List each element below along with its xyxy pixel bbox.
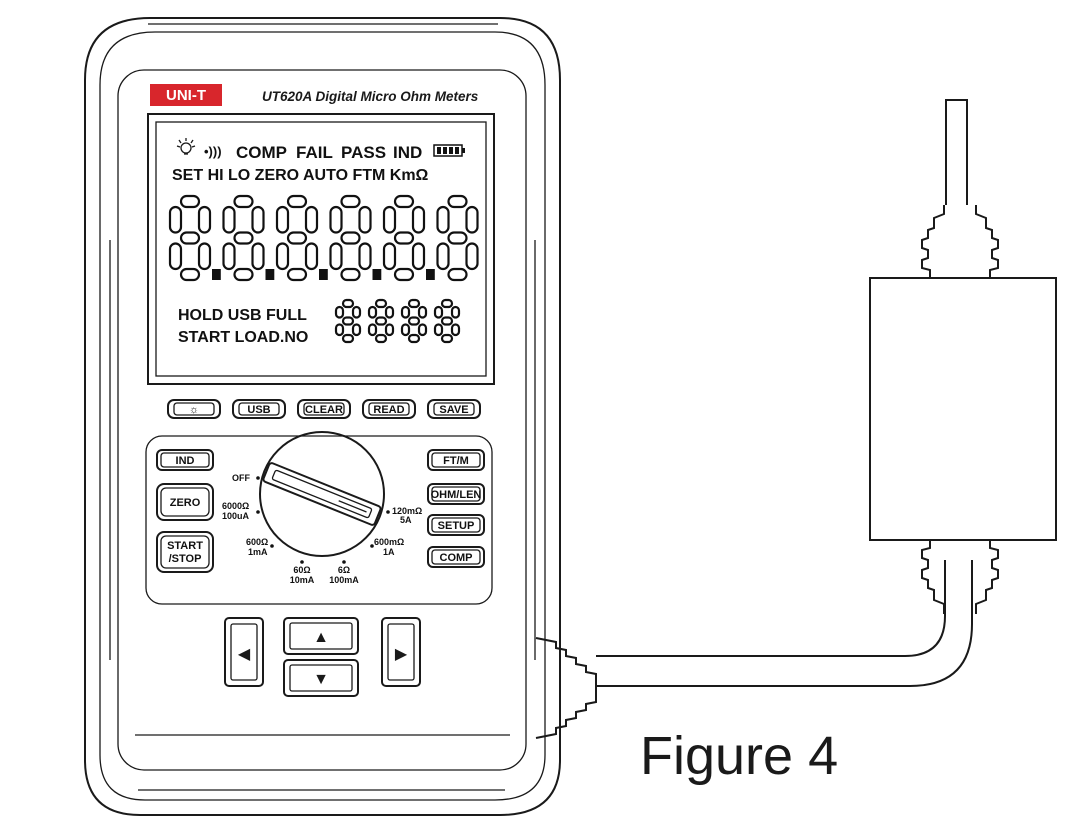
ind-button-label: IND (176, 455, 195, 467)
lcd-sub-digit (433, 298, 461, 344)
dial-off: OFF (232, 473, 250, 483)
nav-down-button[interactable]: ▼ (283, 659, 359, 697)
dial-1ma: 1mA (248, 547, 268, 557)
comp-button-label: COMP (440, 552, 473, 564)
dial-600-ohm: 600Ω (246, 537, 268, 547)
start-stop-button[interactable]: START /STOP (156, 531, 214, 573)
lcd-main-digit (275, 194, 328, 282)
setup-button-label: SETUP (438, 520, 475, 532)
model-title: UT620A Digital Micro Ohm Meters (262, 89, 479, 104)
ftm-button-label: FT/M (443, 455, 469, 467)
top-button-row: ☼ USB CLEAR READ SAVE (167, 399, 481, 419)
ind-button[interactable]: IND (156, 449, 214, 471)
lcd-main-digit (329, 194, 382, 282)
read-button[interactable]: READ (362, 399, 416, 419)
power-cord (945, 99, 968, 205)
nav-right-button[interactable]: ▶ (381, 617, 421, 687)
dial-1a: 1A (383, 547, 395, 557)
dial-120m-ohm: 120mΩ (392, 506, 422, 516)
backlight-button[interactable]: ☼ (167, 399, 221, 419)
battery-icon (433, 144, 465, 157)
cable (596, 560, 973, 687)
ftm-button[interactable]: FT/M (427, 449, 485, 471)
dial-10ma: 10mA (290, 575, 315, 585)
power-adapter-box (869, 277, 1057, 541)
rotary-dial[interactable] (259, 431, 385, 557)
adapter-upper-sleeve (921, 205, 999, 278)
lcd-fail: FAIL (296, 143, 333, 162)
nav-left-button[interactable]: ◀ (224, 617, 264, 687)
lcd-sub-digit (367, 298, 395, 344)
lcd-main-digit (168, 194, 221, 282)
up-arrow-icon: ▲ (313, 629, 329, 646)
down-arrow-icon: ▼ (313, 671, 329, 688)
brand-logo: UNI-T (150, 84, 222, 106)
lcd-sub-digit (334, 298, 362, 344)
adapter-lower-sleeve (921, 540, 999, 614)
save-button[interactable]: SAVE (427, 399, 481, 419)
dial-100ua: 100uA (222, 511, 250, 521)
dial-5a: 5A (400, 515, 412, 525)
figure-caption: Figure 4 (640, 726, 838, 786)
left-arrow-icon: ◀ (238, 646, 251, 663)
nav-up-button[interactable]: ▲ (283, 617, 359, 655)
lcd-main-digit (222, 194, 275, 282)
lcd-comp: COMP (236, 143, 287, 162)
dial-600m-ohm: 600mΩ (374, 537, 404, 547)
right-arrow-icon: ▶ (395, 646, 408, 663)
setup-button[interactable]: SETUP (427, 514, 485, 536)
lcd-pass: PASS (341, 143, 386, 162)
comp-button[interactable]: COMP (427, 546, 485, 568)
usb-button[interactable]: USB (232, 399, 286, 419)
clear-button[interactable]: CLEAR (297, 399, 351, 419)
lcd-main-digit (382, 194, 435, 282)
dial-100ma: 100mA (329, 575, 359, 585)
lcd-sub-digits (334, 298, 461, 344)
ohm-len-button[interactable]: OHM/LEN (427, 483, 485, 505)
cable-strain-relief (535, 637, 597, 739)
ohm-len-button-label: OHM/LEN (431, 489, 482, 501)
lcd-sub-digit (400, 298, 428, 344)
stop-label: /STOP (169, 553, 202, 565)
dial-6000-ohm: 6000Ω (222, 501, 249, 511)
lcd-main-digits (168, 194, 479, 282)
buzzer-icon: •))) (204, 144, 222, 159)
dial-range-labels: OFF 6000Ω 100uA 600Ω 1mA 60Ω 10mA 6Ω 100… (222, 473, 422, 585)
lcd-ind: IND (393, 143, 422, 162)
lcd-start-row: START LOAD.NO (178, 329, 308, 346)
zero-button[interactable]: ZERO (156, 483, 214, 521)
backlight-button-label: ☼ (189, 404, 199, 416)
lcd-hold-row: HOLD USB FULL (178, 307, 307, 324)
lcd-screen (147, 113, 495, 385)
lcd-main-digit (436, 194, 479, 282)
read-button-label: READ (373, 404, 404, 416)
usb-button-label: USB (247, 404, 270, 416)
zero-button-label: ZERO (170, 497, 201, 509)
svg-text:UNI-T: UNI-T (166, 87, 206, 104)
clear-button-label: CLEAR (305, 404, 343, 416)
backlight-icon (176, 138, 196, 155)
dial-60-ohm: 60Ω (293, 565, 310, 575)
dial-6-ohm: 6Ω (338, 565, 350, 575)
save-button-label: SAVE (439, 404, 468, 416)
meter-body (84, 17, 561, 816)
keypad-panel (145, 435, 493, 605)
lcd-row2: SET HI LO ZERO AUTO FTM KmΩ (172, 167, 429, 184)
start-label: START (167, 540, 203, 552)
